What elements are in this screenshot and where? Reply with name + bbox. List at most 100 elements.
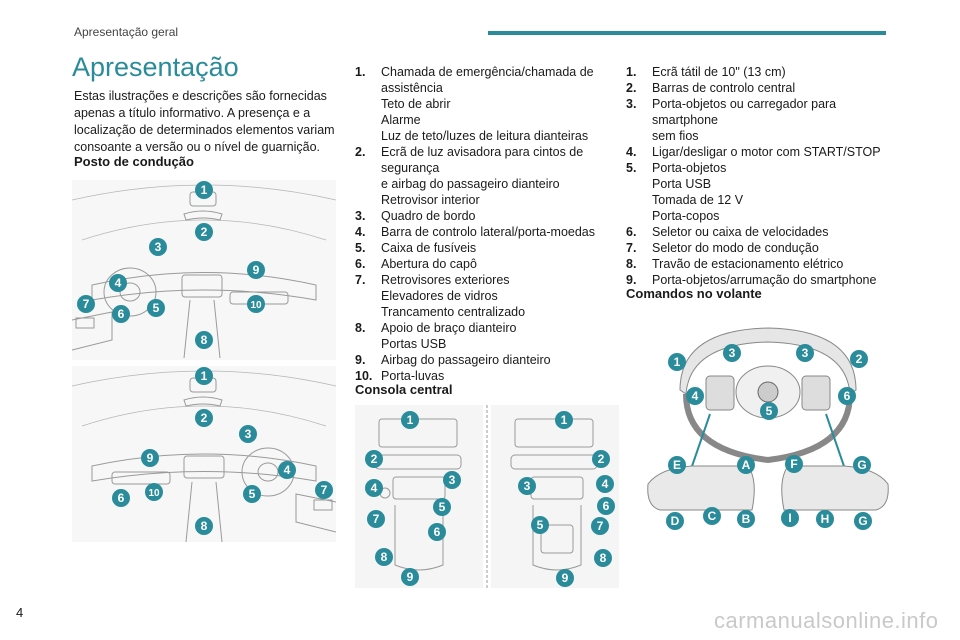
marker-wr-g2: G: [854, 512, 872, 530]
svg-text:F: F: [790, 457, 797, 471]
svg-text:6: 6: [434, 525, 441, 539]
marker-c1-5: 5: [433, 498, 451, 516]
marker-c2-4: 4: [596, 475, 614, 493]
svg-text:5: 5: [249, 487, 256, 501]
list-item: 3.Quadro de bordo: [355, 209, 476, 223]
svg-text:2: 2: [371, 452, 378, 466]
marker-d2-8: 8: [195, 517, 213, 535]
marker-d2-7: 7: [315, 481, 333, 499]
driving-markers-lhd: 1 2 3 4 5 6 7 8 9 10: [77, 181, 265, 349]
svg-text:1: 1: [201, 369, 208, 383]
list-item: 4.Barra de controlo lateral/porta-moedas: [355, 225, 596, 239]
svg-text:8: 8: [600, 551, 607, 565]
marker-w-5: 5: [760, 402, 778, 420]
marker-wr-f: F: [785, 455, 803, 473]
svg-text:D: D: [671, 514, 680, 528]
svg-text:6: 6: [118, 307, 125, 321]
marker-d2-4: 4: [278, 461, 296, 479]
marker-c1-6: 6: [428, 523, 446, 541]
page-number: 4: [16, 605, 24, 620]
marker-wl-d: D: [666, 512, 684, 530]
marker-d1-9: 9: [247, 261, 265, 279]
marker-d2-6: 6: [112, 489, 130, 507]
svg-text:1: 1: [674, 355, 681, 369]
wheel-heading: Comandos no volante: [626, 286, 762, 301]
svg-text:1: 1: [407, 413, 414, 427]
marker-wr-i: I: [781, 509, 799, 527]
driving-heading: Posto de condução: [74, 154, 194, 169]
svg-text:10: 10: [148, 488, 160, 499]
list-item: 2.Ecrã de luz avisadora para cintos de s…: [355, 145, 584, 207]
header-accent-bar: [488, 31, 886, 35]
list-item: 4.Ligar/desligar o motor com START/STOP: [626, 145, 881, 159]
svg-text:7: 7: [597, 519, 604, 533]
header-section-title: Apresentação geral: [74, 25, 179, 39]
marker-d1-10: 10: [247, 295, 265, 313]
svg-text:E: E: [673, 458, 681, 472]
driving-position-figure-lhd: [72, 180, 336, 360]
svg-text:3: 3: [245, 427, 252, 441]
svg-text:4: 4: [602, 477, 609, 491]
svg-text:3: 3: [155, 240, 162, 254]
list-item: 8.Travão de estacionamento elétrico: [626, 257, 844, 271]
marker-d1-5: 5: [147, 299, 165, 317]
marker-c2-1: 1: [555, 411, 573, 429]
marker-c2-3: 3: [518, 477, 536, 495]
list-item: 2.Barras de controlo central: [626, 81, 796, 95]
svg-text:5: 5: [439, 500, 446, 514]
marker-wl-c: C: [703, 507, 721, 525]
svg-text:9: 9: [407, 570, 414, 584]
marker-d1-7: 7: [77, 295, 95, 313]
marker-c1-3: 3: [443, 471, 461, 489]
svg-text:3: 3: [449, 473, 456, 487]
svg-text:4: 4: [692, 389, 699, 403]
list-item: 5.Caixa de fusíveis: [355, 241, 477, 255]
list-item: 6.Abertura do capô: [355, 257, 477, 271]
console-markers: 1 2 3 4 5 6 7 8 9 1 2 3 4 5 6 7 8 9: [365, 411, 615, 587]
list-item: 10.Porta-luvas: [355, 369, 445, 383]
svg-text:2: 2: [201, 411, 208, 425]
marker-wl-b: B: [737, 510, 755, 528]
marker-d1-8: 8: [195, 331, 213, 349]
marker-d1-6: 6: [112, 305, 130, 323]
svg-text:10: 10: [250, 300, 262, 311]
list-item: 3.Porta-objetos ou carregador para smart…: [626, 97, 837, 143]
marker-c1-7: 7: [367, 510, 385, 528]
marker-c1-2: 2: [365, 450, 383, 468]
svg-text:3: 3: [802, 346, 809, 360]
svg-text:5: 5: [153, 301, 160, 315]
svg-text:B: B: [742, 512, 751, 526]
svg-text:G: G: [857, 458, 866, 472]
list-item: 9.Porta-objetos/arrumação do smartphone: [626, 273, 877, 287]
svg-text:2: 2: [598, 452, 605, 466]
marker-wl-a: A: [737, 456, 755, 474]
steering-wheel-figure: [647, 327, 889, 511]
svg-text:G: G: [858, 514, 867, 528]
marker-w-1: 1: [668, 353, 686, 371]
marker-w-3b: 3: [796, 344, 814, 362]
page-title: Apresentação: [72, 52, 239, 82]
marker-c2-7: 7: [591, 517, 609, 535]
svg-text:C: C: [708, 509, 717, 523]
marker-c1-1: 1: [401, 411, 419, 429]
svg-text:8: 8: [381, 550, 388, 564]
svg-text:I: I: [788, 511, 791, 525]
svg-text:2: 2: [201, 225, 208, 239]
svg-text:A: A: [742, 458, 751, 472]
marker-c2-8: 8: [594, 549, 612, 567]
svg-text:4: 4: [115, 276, 122, 290]
driving-markers-rhd: 1 2 3 4 5 6 7 8 9 10: [112, 367, 333, 535]
svg-text:5: 5: [766, 404, 773, 418]
marker-d1-3: 3: [149, 238, 167, 256]
console-heading: Consola central: [355, 382, 453, 397]
marker-c2-6: 6: [597, 497, 615, 515]
marker-d2-2: 2: [195, 409, 213, 427]
marker-d1-2: 2: [195, 223, 213, 241]
svg-text:4: 4: [371, 481, 378, 495]
marker-wr-g1: G: [853, 456, 871, 474]
svg-text:1: 1: [201, 183, 208, 197]
svg-text:9: 9: [147, 451, 154, 465]
